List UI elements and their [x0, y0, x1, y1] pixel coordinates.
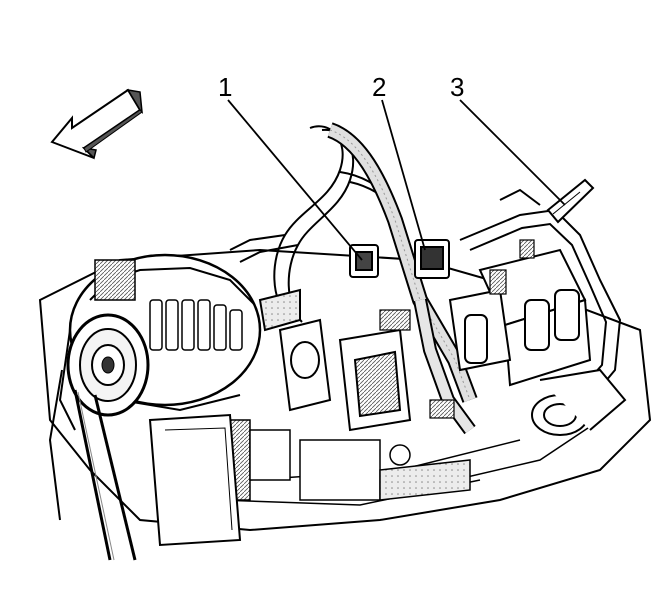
callout-3: 3	[450, 72, 464, 102]
ignition-coil-pack	[448, 248, 627, 436]
engine-details	[379, 239, 535, 419]
callout-2: 2	[372, 72, 386, 102]
front-direction-arrow-icon	[50, 88, 143, 160]
callout-leader-1	[227, 99, 363, 261]
pulley	[58, 313, 150, 431]
callout-leaders	[227, 99, 566, 261]
mounting-bracket	[148, 413, 242, 547]
callout-leader-2	[381, 99, 426, 251]
harness-conduit	[326, 122, 478, 435]
callout-leader-3	[459, 99, 566, 206]
sensor-connector-3	[546, 178, 595, 224]
intake-component	[258, 288, 412, 432]
drive-belt	[48, 369, 137, 561]
sensor-connector-2	[414, 239, 450, 279]
callout-1: 1	[218, 72, 232, 102]
